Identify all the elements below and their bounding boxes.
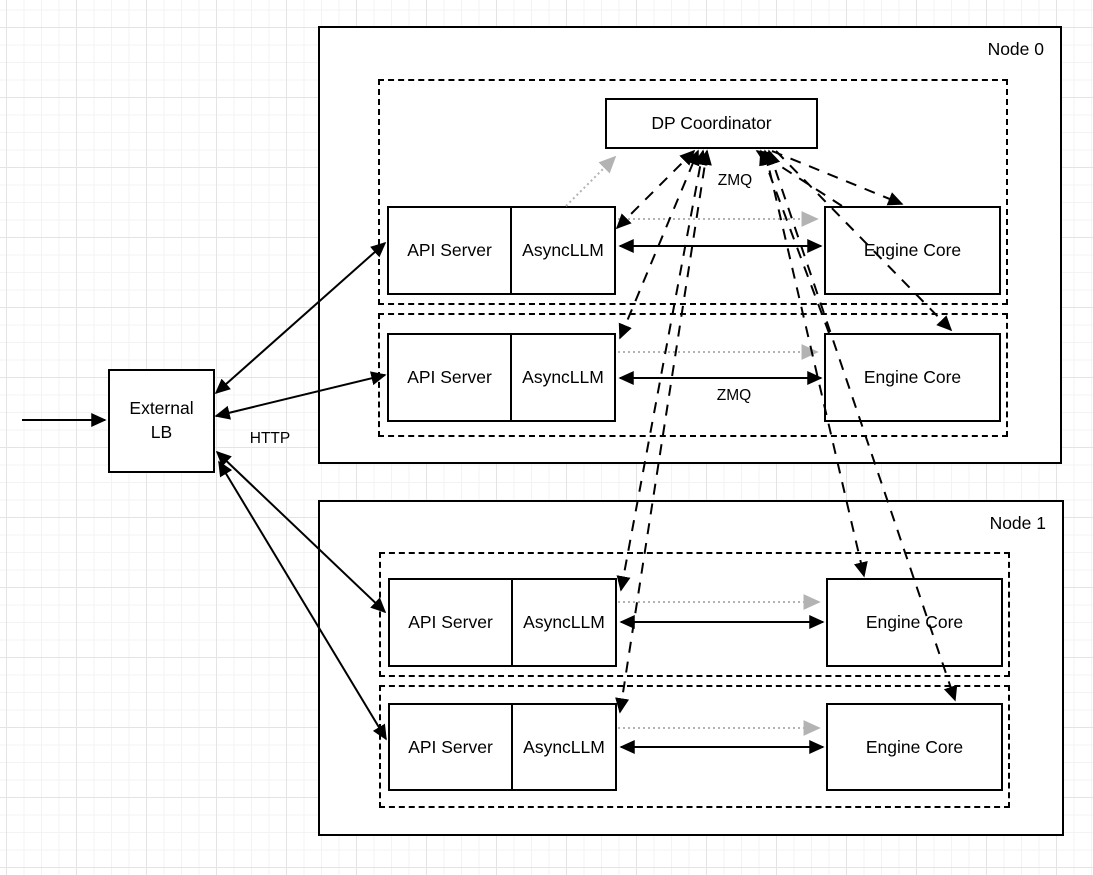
node-0-label: Node 0 — [987, 39, 1044, 59]
node0-row1-asyncllm-cell: AsyncLLM — [522, 367, 604, 387]
external-lb-label-line1: External — [129, 398, 194, 419]
node0-row1-engine-core-box: Engine Core — [824, 333, 1001, 422]
node1-row0-engine-core-box: Engine Core — [826, 578, 1003, 667]
node1-row1-api-server-cell: API Server — [390, 705, 513, 789]
node1-row0-asyncllm-cell: AsyncLLM — [523, 612, 605, 632]
external-lb-box: External LB — [108, 369, 215, 473]
node0-row1-api-server-cell: API Server — [389, 335, 512, 420]
node0-row1-engine-core-label: Engine Core — [863, 367, 962, 387]
node1-row1-api-asyncllm-box: API Server AsyncLLM — [388, 703, 617, 791]
node1-row0-api-server-cell: API Server — [390, 580, 513, 665]
zmq-row-edge-label: ZMQ — [716, 387, 752, 404]
node0-row0-api-server-cell: API Server — [389, 208, 512, 293]
zmq-coordinator-edge-label: ZMQ — [717, 172, 753, 189]
http-edge-label: HTTP — [249, 430, 291, 447]
node1-row1-engine-core-label: Engine Core — [865, 736, 964, 757]
node1-row1-asyncllm-cell: AsyncLLM — [523, 736, 605, 757]
dp-coordinator-label: DP Coordinator — [651, 113, 772, 133]
external-lb-label-line2: LB — [150, 422, 173, 442]
dp-coordinator-box: DP Coordinator — [605, 98, 818, 149]
node0-row0-engine-core-box: Engine Core — [824, 206, 1001, 295]
node0-row0-engine-core-label: Engine Core — [863, 240, 962, 260]
node-1-label: Node 1 — [989, 513, 1046, 533]
node1-row1-engine-core-box: Engine Core — [826, 703, 1003, 791]
node1-row0-engine-core-label: Engine Core — [865, 612, 964, 632]
node0-row0-api-asyncllm-box: API Server AsyncLLM — [387, 206, 616, 295]
node0-row0-asyncllm-cell: AsyncLLM — [522, 240, 604, 260]
node1-row0-api-asyncllm-box: API Server AsyncLLM — [388, 578, 617, 667]
node0-row1-api-asyncllm-box: API Server AsyncLLM — [387, 333, 616, 422]
